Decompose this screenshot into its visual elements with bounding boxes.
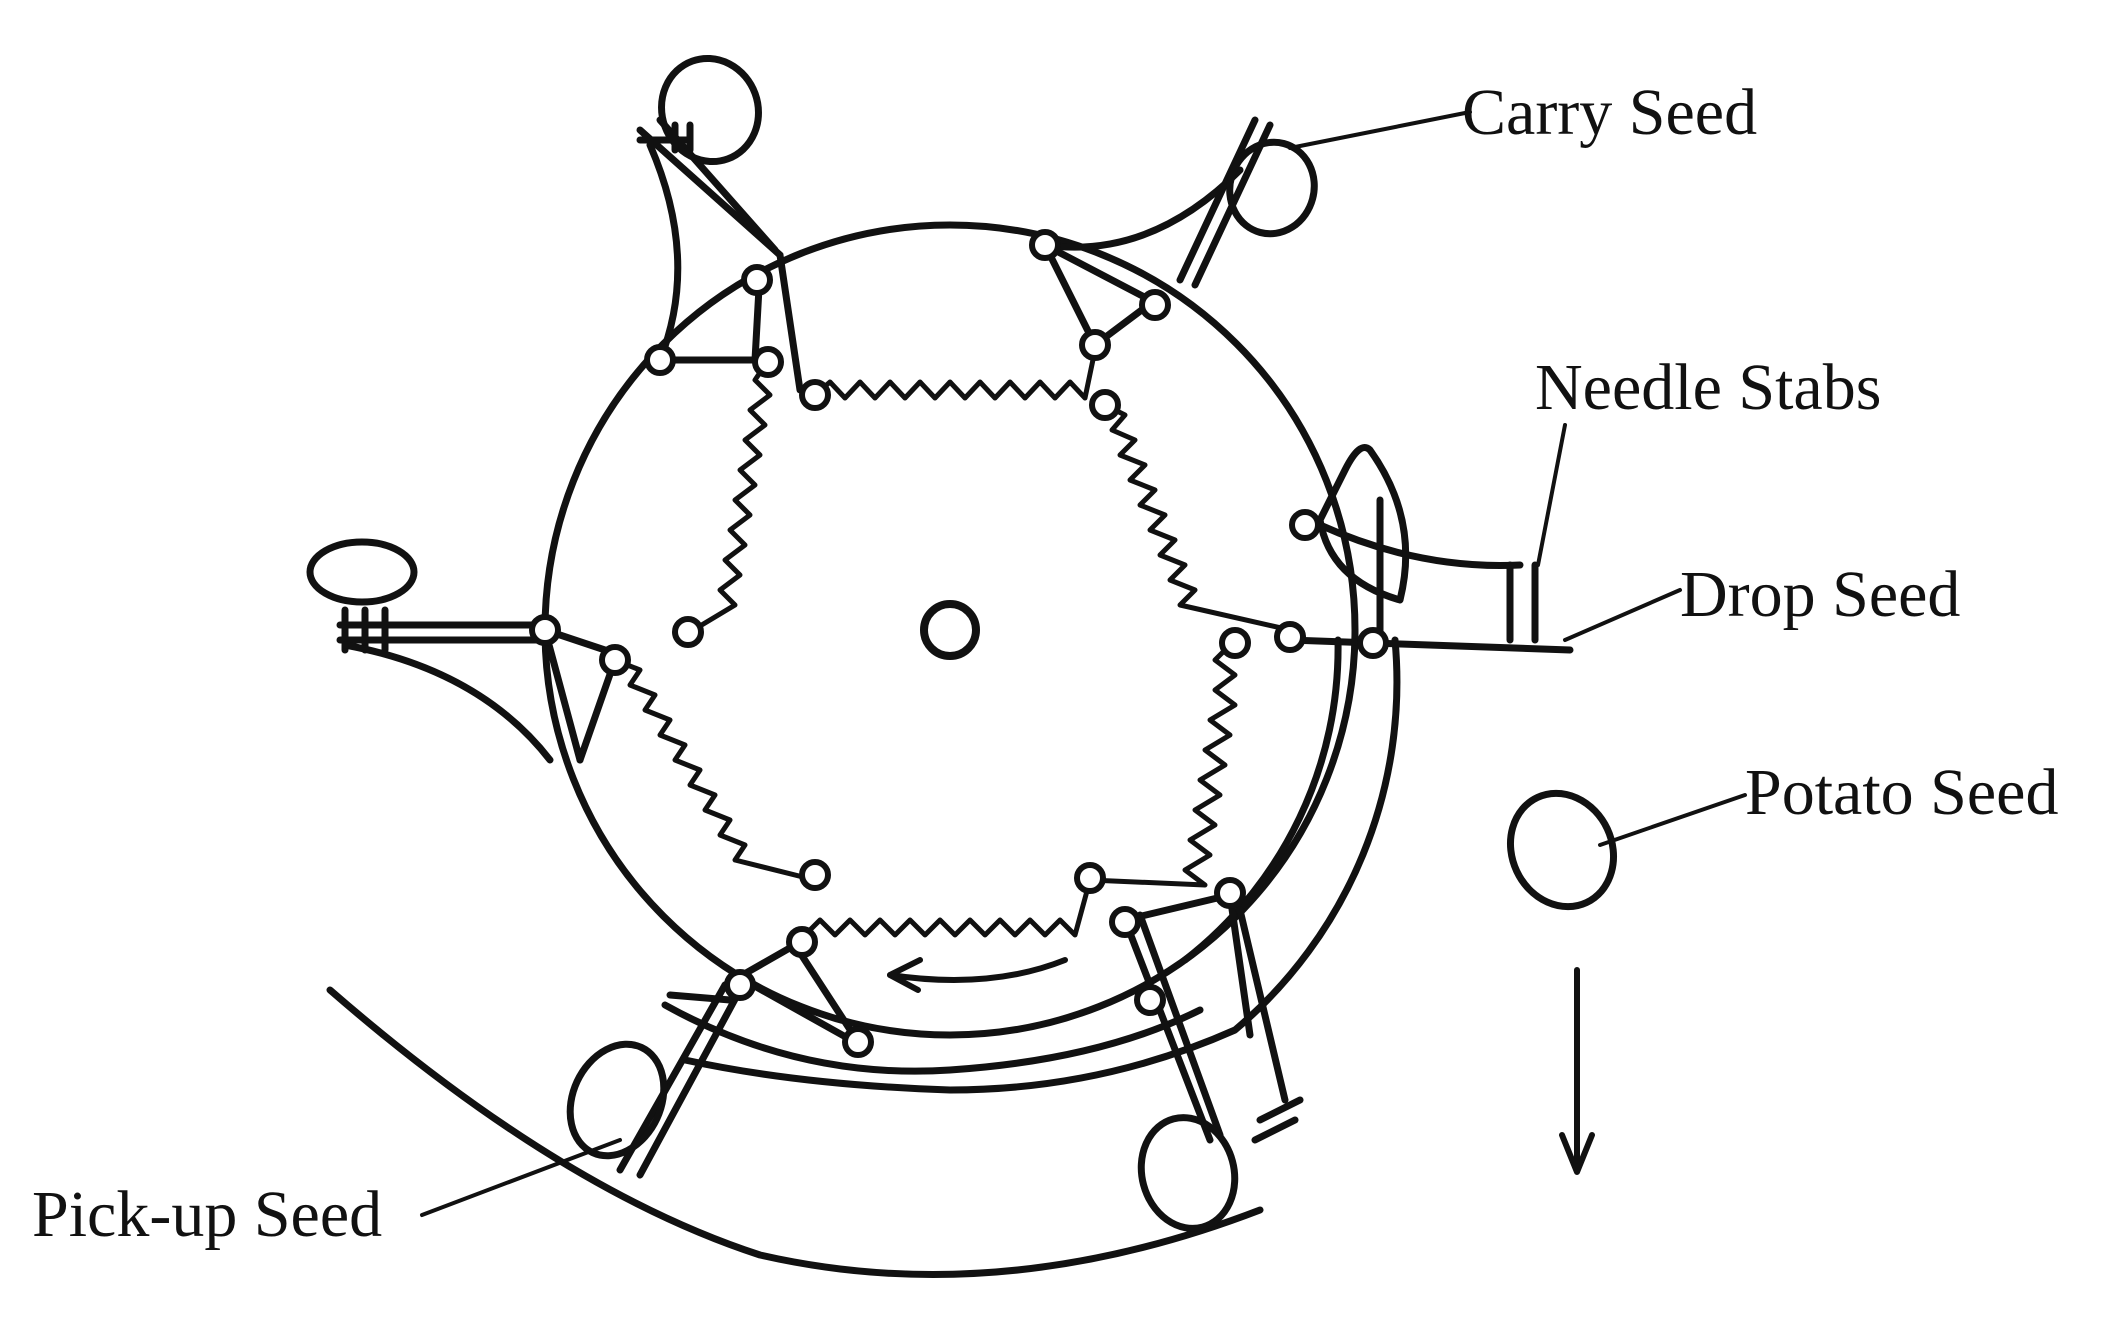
potato-seed-bottom-right [1137, 1114, 1239, 1232]
pivot-joints [529, 229, 1389, 1058]
spring-bottom [802, 877, 1093, 938]
label-pickup-seed: Pick-up Seed [32, 1178, 383, 1251]
spring-left-upper [687, 362, 773, 635]
spring-left-lower [612, 657, 818, 883]
potato-seed-bottom-left [566, 1040, 668, 1160]
leader-potato-seed [1598, 793, 1747, 847]
spring-right-lower [1087, 642, 1238, 888]
leader-pickup-seed [420, 1138, 622, 1217]
spring-right-upper [1102, 402, 1293, 633]
outer-guard-arc [681, 636, 1401, 1094]
potato-seed-dropping [1316, 444, 1410, 604]
needle-arm-top-left [636, 116, 804, 394]
needle-arm-bottom-right [1121, 891, 1304, 1144]
needle-arm-right [1286, 496, 1574, 654]
leader-needle-stabs [1536, 423, 1567, 567]
potato-seed-falling [1506, 789, 1618, 911]
label-drop-seed: Drop Seed [1680, 558, 1961, 631]
spring-top [812, 347, 1098, 401]
label-needle-stabs: Needle Stabs [1535, 351, 1882, 424]
falling-arrow-head [1559, 1132, 1595, 1175]
label-carry-seed: Carry Seed [1462, 76, 1758, 149]
ground-arc [326, 986, 1264, 1279]
needle-arm-left [336, 606, 624, 764]
potato-seed-top-right [1226, 138, 1318, 238]
inner-guard-arc [1181, 636, 1342, 964]
wheel-hub [920, 600, 980, 660]
rotation-arrow-head [887, 957, 923, 993]
label-potato-seed: Potato Seed [1745, 756, 2059, 829]
rotation-arrow [887, 957, 1068, 983]
leader-drop-seed [1563, 588, 1682, 642]
guide-rail-arc [661, 1001, 1204, 1075]
potato-seed-top-left [658, 54, 762, 166]
leader-carry-seed [1288, 110, 1472, 150]
potato-seed-left [306, 538, 418, 606]
